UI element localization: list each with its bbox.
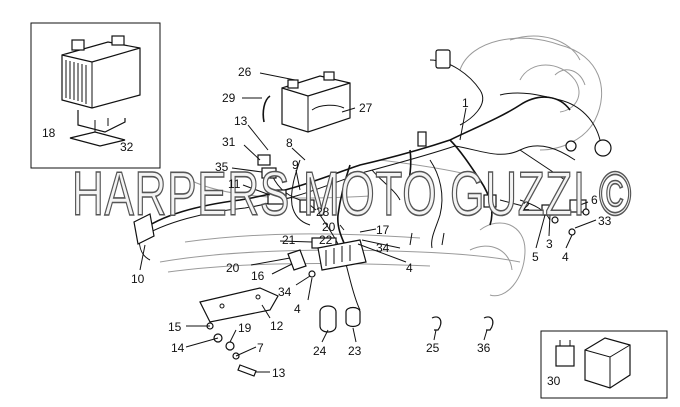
end-connector-10 <box>133 213 155 245</box>
components <box>133 49 612 377</box>
connector-8 <box>417 131 427 147</box>
callout-35: 35 <box>215 160 229 174</box>
callout-4-left: 4 <box>294 302 301 316</box>
frame-outline <box>159 35 603 297</box>
bracket-16 <box>287 249 307 271</box>
callout-10: 10 <box>131 272 145 286</box>
callout-30: 30 <box>547 374 561 388</box>
callout-7: 7 <box>257 341 264 355</box>
connector-2 <box>483 194 497 208</box>
callout-21: 21 <box>282 233 296 247</box>
callout-17: 17 <box>376 223 390 237</box>
callout-25: 25 <box>426 341 440 355</box>
clip-36 <box>483 316 494 331</box>
callout-32: 32 <box>120 140 134 154</box>
callout-19: 19 <box>238 321 252 335</box>
callout-11: 11 <box>228 177 241 191</box>
callout-29: 29 <box>222 91 236 105</box>
inset-frame-2 <box>540 330 668 399</box>
callout-14: 14 <box>171 341 185 355</box>
sensor-5 <box>541 204 553 216</box>
relay-inset <box>540 330 668 399</box>
clip-25 <box>431 316 442 331</box>
callout-1: 1 <box>462 96 469 110</box>
callout-36: 36 <box>477 341 491 355</box>
callout-4-mid: 4 <box>406 261 413 275</box>
battery-holder-bracket <box>69 110 126 147</box>
callout-2: 2 <box>523 199 530 213</box>
callout-5: 5 <box>532 250 539 264</box>
connector-28 <box>299 199 315 213</box>
callout-20-left: 20 <box>226 261 240 275</box>
battery-main <box>262 71 351 133</box>
ecu-bracket-12 <box>199 287 279 323</box>
leader-lines <box>139 72 597 373</box>
switch-connector <box>435 49 451 69</box>
callout-4-right: 4 <box>562 250 569 264</box>
callout-27: 27 <box>359 101 373 115</box>
horn-connector <box>594 139 612 157</box>
callout-28: 28 <box>316 205 330 219</box>
callout-22: 22 <box>319 233 333 247</box>
callout-12: 12 <box>270 319 284 333</box>
relay-11 <box>267 189 287 205</box>
callout-8: 8 <box>286 136 293 150</box>
watermark: HARPERS MOTO GUZZI © <box>72 160 632 229</box>
connector-35 <box>261 167 277 179</box>
bulb-socket <box>565 140 577 152</box>
callout-13-top: 13 <box>234 114 248 128</box>
callout-9: 9 <box>292 158 299 172</box>
relay-icon <box>584 337 631 389</box>
callout-24: 24 <box>313 344 327 358</box>
callout-3: 3 <box>546 237 553 251</box>
callout-34-left: 34 <box>278 285 292 299</box>
callout-23: 23 <box>348 344 362 358</box>
bracket-6 <box>569 199 587 213</box>
callout-numbers: 26 29 27 13 31 35 11 8 9 28 1 2 6 33 3 5… <box>42 65 612 388</box>
battery-inset <box>30 22 161 169</box>
callout-33: 33 <box>598 214 612 228</box>
callout-6: 6 <box>591 193 598 207</box>
callout-34-mid: 34 <box>376 241 390 255</box>
part-24 <box>319 305 337 333</box>
connector-31 <box>257 154 271 166</box>
callout-31: 31 <box>222 135 236 149</box>
callout-15: 15 <box>168 320 182 334</box>
callout-26: 26 <box>238 65 252 79</box>
callout-18: 18 <box>42 126 56 140</box>
callout-20-mid: 20 <box>322 220 336 234</box>
inset-frame <box>30 22 161 169</box>
part-23 <box>345 306 361 328</box>
fuse-icon <box>555 340 575 367</box>
battery-icon <box>61 35 141 109</box>
callout-16: 16 <box>251 269 265 283</box>
callout-13-bottom: 13 <box>272 366 286 380</box>
